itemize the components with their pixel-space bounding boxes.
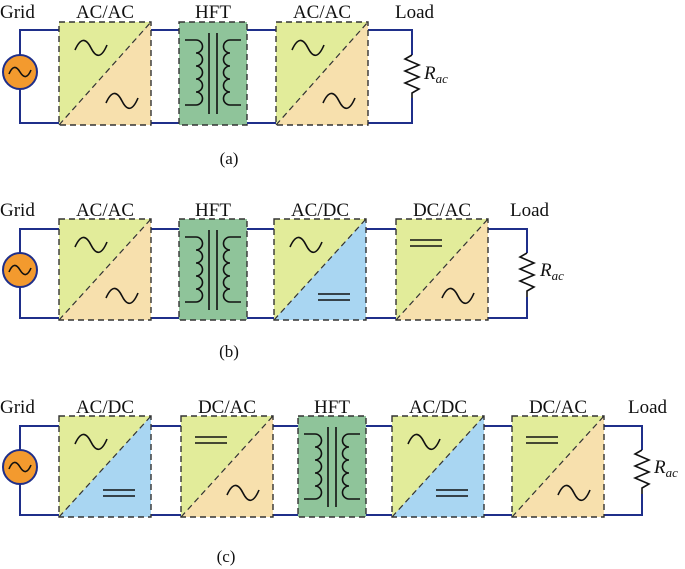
sine-icon [441, 287, 475, 305]
sine-icon [105, 287, 139, 305]
grid-label: Grid [0, 200, 35, 221]
sine-icon [74, 433, 108, 451]
load-label: Load [395, 2, 435, 23]
block-label: AC/DC [76, 397, 134, 418]
sine-icon [8, 66, 32, 78]
hft-transformer-block [297, 415, 367, 518]
sine-icon [322, 92, 356, 110]
sine-icon [557, 484, 591, 502]
sine-icon [291, 39, 325, 57]
converter-block-ac-dc [58, 415, 152, 518]
resistor-icon [402, 54, 422, 98]
block-label: AC/AC [76, 200, 134, 221]
diagram-c: Grid AC/DC DC/AC HFT AC/DC DC/AC Load Ra… [0, 397, 678, 566]
resistor-icon [632, 449, 652, 494]
grid-label: Grid [0, 397, 35, 418]
converter-block-ac-ac [58, 21, 152, 126]
diagram-a: Grid AC/AC HFT AC/AC Load Rac (a) [0, 2, 448, 168]
block-label: AC/DC [409, 397, 467, 418]
resistor-label: Rac [653, 457, 678, 480]
block-label: DC/AC [529, 397, 587, 418]
block-label: AC/AC [76, 2, 134, 23]
converter-block-dc-ac [180, 415, 274, 518]
sine-icon [74, 39, 108, 57]
sine-icon [8, 264, 32, 276]
load-label: Load [510, 200, 550, 221]
sine-icon [74, 236, 108, 254]
block-label: HFT [195, 2, 231, 23]
wire [19, 287, 528, 319]
hft-transformer-block [178, 21, 248, 126]
hft-transformer-block [178, 218, 248, 321]
resistor-label: Rac [539, 260, 564, 283]
diagram-b: Grid AC/AC HFT AC/DC DC/AC Load Rac (b) [0, 200, 564, 361]
caption-a: (a) [220, 149, 239, 168]
load-label: Load [628, 397, 668, 418]
sine-icon [226, 484, 260, 502]
resistor-label: Rac [423, 63, 448, 86]
sine-icon [8, 461, 32, 473]
grid-label: Grid [0, 2, 35, 23]
converter-block-ac-dc [273, 218, 367, 321]
block-label: DC/AC [413, 200, 471, 221]
converter-block-ac-ac [275, 21, 369, 126]
sine-icon [105, 92, 139, 110]
sine-icon [289, 236, 323, 254]
caption-c: (c) [217, 547, 236, 566]
sine-icon [407, 433, 441, 451]
resistor-icon [517, 252, 537, 297]
block-label: AC/AC [293, 2, 351, 23]
converter-block-dc-ac [511, 415, 605, 518]
block-label: HFT [314, 397, 350, 418]
converter-block-ac-dc [391, 415, 485, 518]
block-label: AC/DC [291, 200, 349, 221]
converter-block-dc-ac [395, 218, 489, 321]
block-label: DC/AC [198, 397, 256, 418]
converter-block-ac-ac [58, 218, 152, 321]
block-label: HFT [195, 200, 231, 221]
caption-b: (b) [219, 342, 239, 361]
